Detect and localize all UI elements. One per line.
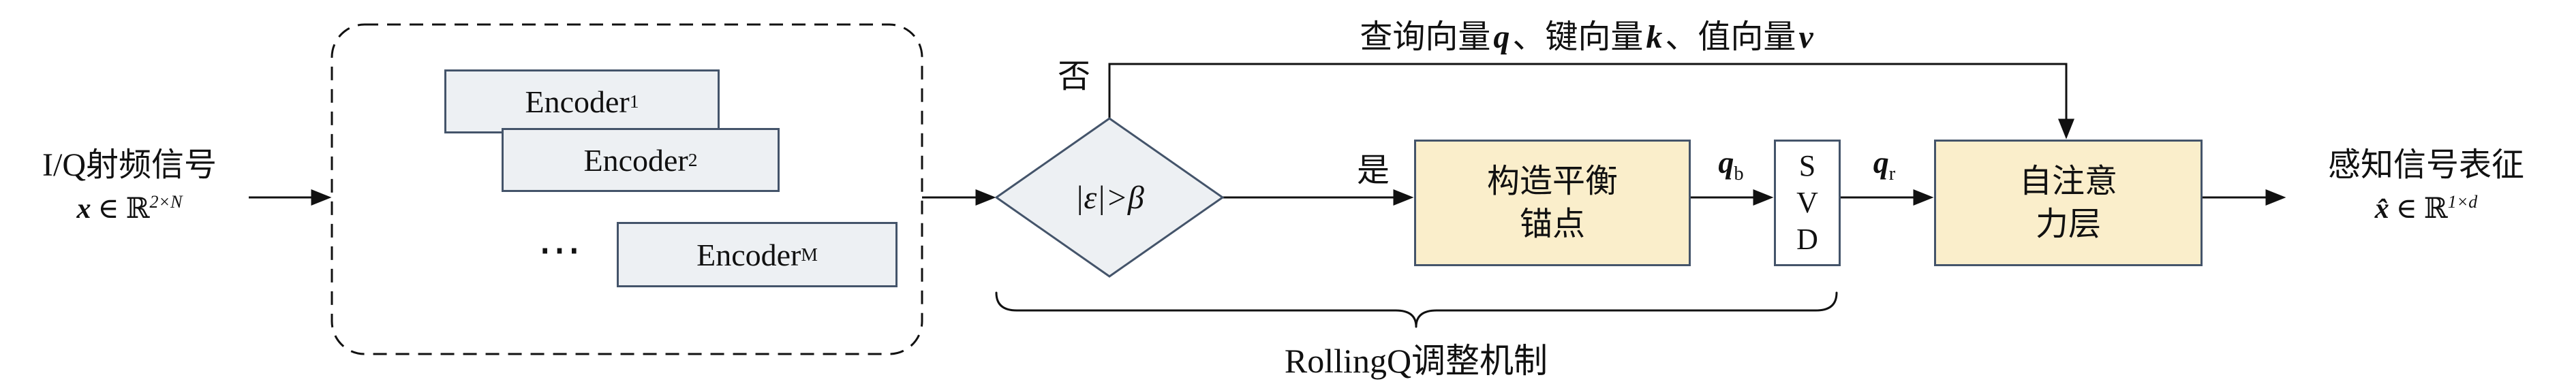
anchor-box-line1: 构造平衡 <box>1486 163 1618 199</box>
qkv-text-3: 、值向量 <box>1665 19 1796 55</box>
input-signal-title: I/Q射频信号 <box>42 147 217 183</box>
attention-box-line1: 自注意 <box>2019 163 2117 199</box>
math-var-qr: q <box>1873 145 1889 180</box>
math-var-v: v <box>1798 19 1813 55</box>
attention-box-line2: 力层 <box>2035 206 2101 242</box>
qb-vector-label: qb <box>1680 144 1782 185</box>
encoder-ellipsis: ⋯ <box>538 225 587 274</box>
decision-diamond-shape <box>994 117 1225 278</box>
rollingq-mechanism-label: RollingQ调整机制 <box>1284 342 1548 380</box>
encoder-1-sup: 1 <box>629 91 639 112</box>
qkv-text-1: 查询向量 <box>1360 19 1491 55</box>
output-signal-title: 感知信号表征 <box>2327 147 2524 183</box>
math-sup-2xn: 2×N <box>149 192 183 212</box>
math-var-xhat: x̂ <box>2374 193 2389 225</box>
input-signal-label: I/Q射频信号 x∈ℝ2×N <box>7 145 252 225</box>
qr-vector-label: qr <box>1833 144 1935 185</box>
output-signal-math: x̂∈ℝ1×d <box>2290 191 2562 225</box>
math-var-qb: q <box>1718 145 1734 180</box>
math-var-x: x <box>76 193 91 225</box>
math-set-r-2: ℝ <box>2423 193 2448 225</box>
underbrace <box>995 291 1838 328</box>
anchor-construction-box: 构造平衡 锚点 <box>1414 140 1691 266</box>
arrow-no-branch-to-attention <box>1108 63 2074 140</box>
input-signal-math: x∈ℝ2×N <box>7 191 252 225</box>
math-element-of-2: ∈ <box>2395 193 2417 225</box>
svd-letter-d: D <box>1796 222 1818 256</box>
svd-box: S V D <box>1774 140 1841 266</box>
no-branch-label: 否 <box>1057 59 1090 95</box>
yes-branch-label: 是 <box>1356 152 1390 189</box>
svd-letter-s: S <box>1798 149 1816 183</box>
math-var-q: q <box>1493 19 1510 55</box>
math-sub-b: b <box>1734 163 1744 185</box>
self-attention-box: 自注意 力层 <box>1934 140 2203 266</box>
encoder-1-label: Encoder <box>525 84 630 119</box>
svd-letter-v: V <box>1796 186 1818 220</box>
qkv-text-2: 、键向量 <box>1512 19 1644 55</box>
math-sub-r: r <box>1888 163 1896 185</box>
math-set-r: ℝ <box>125 193 150 225</box>
math-element-of: ∈ <box>97 193 119 225</box>
decision-condition: |ε|>β <box>1075 179 1144 216</box>
anchor-box-line2: 锚点 <box>1519 206 1585 242</box>
math-var-k: k <box>1646 19 1663 55</box>
encoder-group-dashed-border <box>331 23 923 355</box>
output-signal-label: 感知信号表征 x̂∈ℝ1×d <box>2290 145 2562 225</box>
encoder-2-label: Encoder <box>583 142 688 178</box>
qkv-route-label: 查询向量q、键向量k、值向量v <box>1247 10 1929 57</box>
math-sup-1xd: 1×d <box>2447 192 2478 212</box>
encoder-m-sup: M <box>801 244 818 265</box>
encoder-m-label: Encoder <box>696 237 801 272</box>
encoder-2-sup: 2 <box>688 149 698 170</box>
